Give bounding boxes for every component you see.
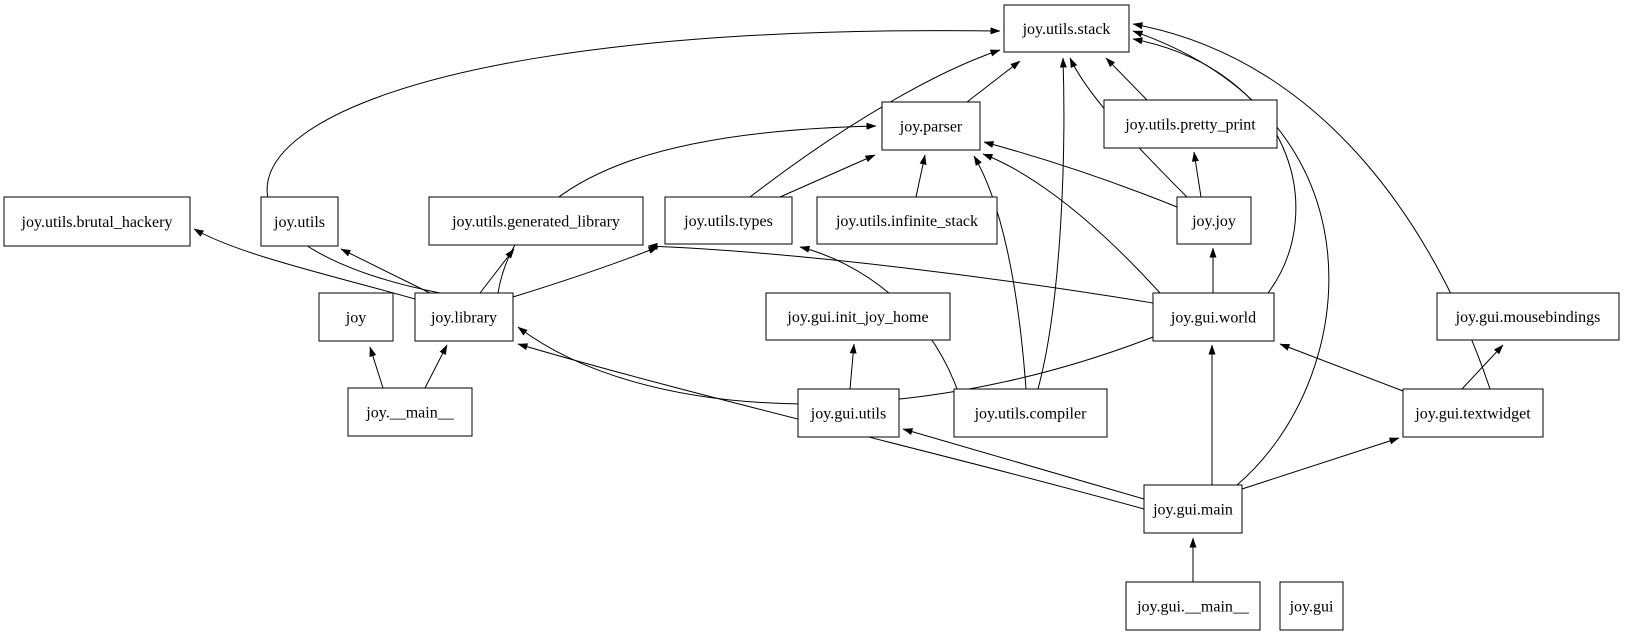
- graph-node-joy_gui_world: joy.gui.world: [1152, 292, 1275, 342]
- graph-node-joy_gui_mousebindings: joy.gui.mousebindings: [1436, 292, 1620, 341]
- edge-joy_joy-joy_parser: [983, 141, 1178, 208]
- node-label-joy_gui_textwidget: joy.gui.textwidget: [1414, 406, 1531, 423]
- node-label-joy_gui_init_joy_home: joy.gui.init_joy_home: [786, 309, 928, 326]
- node-box-joy_gui_utils: [797, 388, 900, 438]
- edge-joy_library-joy_utils_brutal_hackery: [193, 228, 416, 300]
- graph-node-joy_dunder_main: joy.__main__: [347, 387, 473, 437]
- node-box-joy_parser: [881, 101, 981, 151]
- node-label-joy_gui_utils: joy.gui.utils: [810, 406, 886, 423]
- edge-joy_utils_infinite_stack-joy_parser: [915, 154, 927, 198]
- node-label-joy_parser: joy.parser: [899, 119, 963, 136]
- node-box-joy_utils_brutal_hackery: [3, 196, 191, 247]
- node-label-joy_utils_brutal_hackery: joy.utils.brutal_hackery: [21, 214, 173, 231]
- edge-joy_utils_pretty_print-joy_utils_stack: [1105, 57, 1148, 101]
- node-box-joy_utils_stack: [1003, 4, 1130, 53]
- node-label-joy_utils_types: joy.utils.types: [683, 213, 773, 230]
- node-box-joy_utils_compiler: [953, 388, 1108, 438]
- edge-joy_parser-joy_utils_stack: [966, 60, 1021, 103]
- node-box-joy_library: [414, 292, 514, 342]
- graph-node-joy_parser: joy.parser: [881, 101, 981, 151]
- node-label-joy_library: joy.library: [430, 310, 497, 327]
- edge-joy_gui_world-joy_parser: [982, 153, 1161, 294]
- node-label-joy_utils_compiler: joy.utils.compiler: [974, 406, 1088, 423]
- graph-node-joy_gui_main: joy.gui.main: [1143, 484, 1243, 534]
- node-label-joy_utils: joy.utils: [273, 214, 325, 231]
- node-label-joy_gui_dunder_main: joy.gui.__main__: [1136, 599, 1250, 616]
- edge-joy_gui_world-joy_library: [517, 326, 1154, 405]
- edge-joy_gui_utils-joy_gui_init_joy_home: [849, 343, 857, 390]
- node-box-joy: [318, 292, 394, 342]
- edge-joy_gui_textwidget-joy_gui_world: [1279, 343, 1404, 392]
- node-box-joy_dunder_main: [347, 387, 473, 437]
- node-label-joy_gui_main: joy.gui.main: [1152, 502, 1233, 519]
- node-box-joy_utils_generated_library: [428, 196, 644, 246]
- edge-joy_library-joy_utils: [340, 248, 431, 294]
- node-label-joy_utils_infinite_stack: joy.utils.infinite_stack: [835, 213, 978, 230]
- node-label-joy_joy: joy.joy: [1191, 213, 1236, 230]
- node-box-joy_utils_infinite_stack: [816, 196, 998, 245]
- edge-joy_utils_compiler-joy_utils_stack: [1037, 57, 1067, 390]
- node-box-joy_gui_world: [1152, 292, 1275, 342]
- node-box-joy_utils_types: [664, 196, 793, 245]
- edge-joy_utils_compiler-joy_parser: [973, 155, 1027, 390]
- node-label-joy_utils_pretty_print: joy.utils.pretty_print: [1124, 117, 1256, 134]
- node-box-joy_gui_mousebindings: [1436, 292, 1620, 341]
- graph-node-joy_gui_textwidget: joy.gui.textwidget: [1402, 388, 1544, 438]
- edge-joy_dunder_main-joy_library: [424, 344, 448, 389]
- edge-joy_gui_main-joy_gui_textwidget: [1241, 437, 1400, 490]
- edge-joy_utils_types-joy_parser: [779, 154, 876, 198]
- graph-node-joy_gui: joy.gui: [1279, 581, 1344, 631]
- node-label-joy: joy: [345, 310, 366, 327]
- node-label-joy_gui_mousebindings: joy.gui.mousebindings: [1455, 309, 1601, 326]
- node-box-joy_gui_main: [1143, 484, 1243, 534]
- graph-node-joy_utils_infinite_stack: joy.utils.infinite_stack: [816, 196, 998, 245]
- node-box-joy_utils: [260, 196, 339, 247]
- graph-node-joy_utils_generated_library: joy.utils.generated_library: [428, 196, 644, 246]
- graph-node-joy: joy: [318, 292, 394, 342]
- graph-node-joy_gui_init_joy_home: joy.gui.init_joy_home: [765, 292, 951, 341]
- edge-joy_library-joy_utils_types: [512, 246, 659, 298]
- graph-node-joy_gui_utils: joy.gui.utils: [797, 388, 900, 438]
- graph-node-joy_utils_pretty_print: joy.utils.pretty_print: [1103, 99, 1278, 149]
- edge-joy_joy-joy_utils_pretty_print: [1192, 151, 1202, 198]
- node-label-joy_dunder_main: joy.__main__: [365, 405, 454, 422]
- edge-joy_dunder_main-joy: [369, 346, 384, 389]
- edge-joy_library-joy_utils_stack: [266, 27, 1001, 294]
- graph-node-joy_utils_compiler: joy.utils.compiler: [953, 388, 1108, 438]
- graph-node-joy_gui_dunder_main: joy.gui.__main__: [1125, 581, 1261, 631]
- node-label-joy_gui_world: joy.gui.world: [1170, 310, 1256, 327]
- node-box-joy_gui_textwidget: [1402, 388, 1544, 438]
- nodes-layer: joy.utils.stackjoy.utils.pretty_printjoy…: [3, 4, 1620, 631]
- edge-joy_library-joy_utils_generated_library: [479, 248, 515, 294]
- node-label-joy_gui: joy.gui: [1289, 599, 1334, 616]
- edge-joy_gui_main-joy_utils_stack: [1132, 30, 1330, 486]
- node-box-joy_gui_dunder_main: [1125, 581, 1261, 631]
- node-box-joy_gui: [1279, 581, 1344, 631]
- edge-joy_gui_world-joy_utils_generated_library: [647, 242, 1154, 304]
- graph-node-joy_utils_stack: joy.utils.stack: [1003, 4, 1130, 53]
- edge-joy_gui_main-joy_gui_utils: [902, 428, 1145, 500]
- node-label-joy_utils_generated_library: joy.utils.generated_library: [451, 214, 620, 231]
- node-box-joy_joy: [1176, 196, 1252, 245]
- node-box-joy_utils_pretty_print: [1103, 99, 1278, 149]
- node-box-joy_gui_init_joy_home: [765, 292, 951, 341]
- edge-joy_gui_textwidget-joy_gui_mousebindings: [1461, 344, 1504, 390]
- graph-node-joy_library: joy.library: [414, 292, 514, 342]
- graph-node-joy_utils: joy.utils: [260, 196, 339, 247]
- edge-joy_gui_world-joy_utils_stack: [1132, 37, 1297, 294]
- graph-node-joy_utils_brutal_hackery: joy.utils.brutal_hackery: [3, 196, 191, 247]
- graph-node-joy_joy: joy.joy: [1176, 196, 1252, 245]
- graph-node-joy_utils_types: joy.utils.types: [664, 196, 793, 245]
- node-label-joy_utils_stack: joy.utils.stack: [1022, 21, 1111, 38]
